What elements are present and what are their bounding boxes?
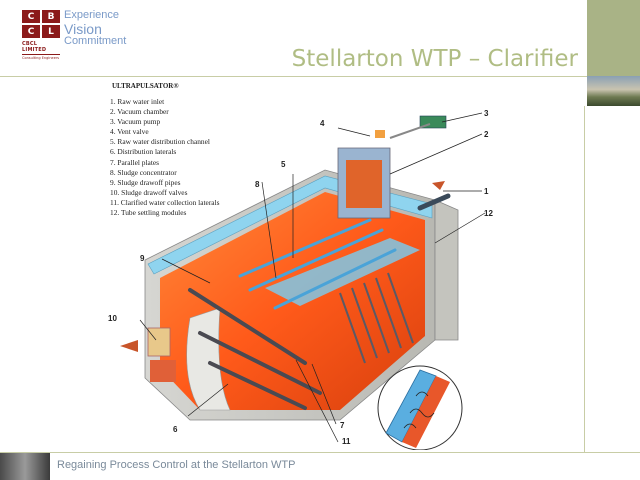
callout-9: 9: [140, 254, 145, 263]
logo-name: CBCL LIMITED: [22, 41, 47, 53]
callout-1: 1: [484, 187, 489, 196]
logo-letter: C: [22, 25, 40, 38]
legend-item: 7. Parallel plates: [110, 157, 160, 167]
callout-3: 3: [484, 109, 489, 118]
legend-item: 11. Clarified water collection laterals: [110, 197, 220, 207]
legend-item: 6. Distribution laterals: [110, 147, 177, 157]
header-photo: [587, 76, 640, 106]
side-divider: [584, 106, 585, 452]
header-divider: [0, 76, 587, 77]
callout-10: 10: [108, 314, 117, 323]
logo-letter: B: [42, 10, 60, 23]
tagline-experience: Experience: [64, 9, 120, 21]
callout-7: 7: [340, 421, 345, 430]
footer-divider: [0, 452, 640, 453]
callout-12: 12: [484, 209, 493, 218]
legend-item: 12. Tube settling modules: [110, 208, 187, 218]
tagline-vision: Vision: [64, 20, 102, 37]
slide-title: Stellarton WTP – Clarifier: [291, 46, 578, 72]
callout-5: 5: [281, 160, 286, 169]
logo-letter: C: [22, 10, 40, 23]
tagline-commitment: Commitment: [64, 35, 127, 48]
footer-photo: [0, 453, 50, 480]
header-accent-block: [587, 0, 640, 76]
legend-item: 9. Sludge drawoff pipes: [110, 177, 181, 187]
callout-8: 8: [255, 180, 260, 189]
legend-item: 10. Sludge drawoff valves: [110, 187, 188, 197]
logo-letter: L: [42, 25, 60, 38]
tagline: Experience Vision Commitment: [64, 9, 127, 48]
diagram-heading: ULTRAPULSATOR®: [112, 82, 179, 90]
legend-item: 5. Raw water distribution channel: [110, 137, 210, 147]
logo-subtitle: Consulting Engineers: [22, 54, 60, 60]
callout-6: 6: [173, 425, 178, 434]
footer-text: Regaining Process Control at the Stellar…: [57, 459, 296, 471]
callout-4: 4: [320, 119, 325, 128]
clarifier-diagram: [120, 112, 486, 450]
company-logo: C B C L CBCL LIMITED Consulting Engineer…: [22, 10, 60, 62]
legend-item: 2. Vacuum chamber: [110, 107, 169, 117]
diagram-legend: 1. Raw water inlet 2. Vacuum chamber 3. …: [110, 97, 220, 218]
callout-11: 11: [342, 437, 351, 446]
logo-letters: C B C L: [22, 10, 60, 38]
legend-item: 3. Vacuum pump: [110, 117, 161, 127]
callout-2: 2: [484, 130, 489, 139]
legend-item: 8. Sludge concentrator: [110, 167, 177, 177]
legend-item: 1. Raw water inlet: [110, 97, 165, 106]
legend-item: 4. Vent valve: [110, 127, 149, 137]
